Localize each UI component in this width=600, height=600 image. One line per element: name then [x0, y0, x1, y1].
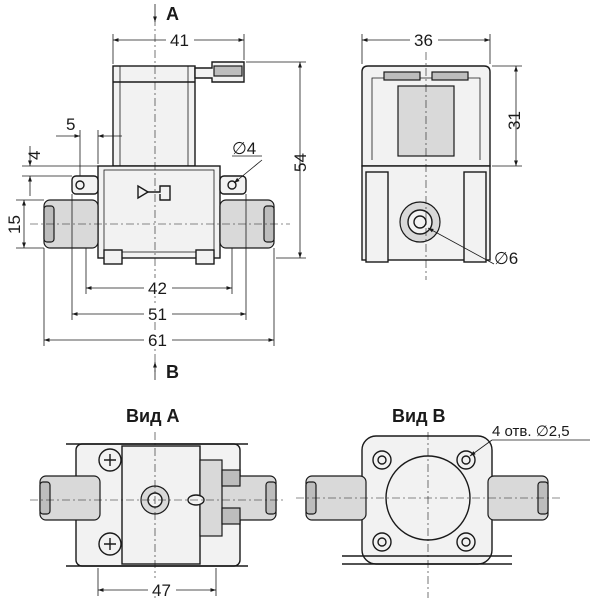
dim-61-label: 61 [148, 331, 167, 350]
dim-15: 15 [5, 199, 44, 249]
dim-54: 54 [246, 61, 310, 259]
dim-4: 4 [22, 146, 98, 196]
dim-holes: 4 отв. ∅2,5 [469, 423, 590, 457]
view-b-hole-br [456, 532, 476, 552]
view-b-hole-tl [372, 450, 392, 470]
view-b-hole-bl [372, 532, 392, 552]
side-bracket-slot-left [383, 71, 421, 81]
view-arrow-b: B [153, 362, 179, 382]
side-bracket-inner [371, 77, 481, 160]
flow-arrow-head [137, 184, 150, 200]
view-a [30, 432, 285, 598]
dim-5: 5 [56, 115, 122, 176]
dim-41-label: 41 [170, 31, 189, 50]
dim-61: 61 [43, 248, 275, 350]
dim-51-label: 51 [148, 305, 167, 324]
dim-47-label: 47 [152, 581, 171, 600]
view-a-title: Вид А [126, 406, 180, 426]
left-mount-hole [75, 180, 85, 190]
flow-arrow-outline [140, 185, 171, 201]
terminal-plate [213, 65, 243, 77]
front-view [30, 18, 290, 372]
dim-51: 51 [71, 194, 247, 324]
left-foot [103, 249, 123, 265]
dim-31: 31 [492, 65, 524, 167]
valve-body-inner [103, 169, 215, 253]
dim-31-label: 31 [505, 111, 524, 130]
dim-36-label: 36 [414, 31, 433, 50]
side-port-bore [413, 215, 427, 229]
right-mount-ear [219, 175, 247, 195]
side-left-leg [365, 171, 389, 263]
dim-36: 36 [361, 30, 491, 64]
view-b-title: Вид В [392, 406, 446, 426]
dim-42: 42 [85, 248, 233, 298]
view-b-hole-tr [456, 450, 476, 470]
side-view [361, 52, 491, 280]
right-mount-hole [227, 180, 237, 190]
dim-diam-6-label: ∅6 [494, 249, 518, 268]
right-foot [195, 249, 215, 265]
side-bracket-slot-right [431, 71, 469, 81]
dim-5-label: 5 [66, 115, 75, 134]
dim-diam-4-label: ∅4 [232, 139, 256, 158]
left-mount-ear [71, 175, 99, 195]
dim-diam-6: ∅6 [427, 227, 518, 268]
dim-54-label: 54 [291, 153, 310, 172]
view-arrow-b-label: B [166, 362, 179, 382]
dim-holes-label: 4 отв. ∅2,5 [492, 423, 570, 440]
side-port-ring [407, 209, 433, 235]
dim-41: 41 [112, 30, 245, 64]
valve-body [97, 165, 221, 259]
dim-15-label: 15 [5, 215, 24, 234]
view-b [296, 432, 560, 598]
dim-47: 47 [97, 568, 217, 600]
dim-diam-4: ∅4 [232, 139, 263, 184]
dim-42-label: 42 [148, 279, 167, 298]
coil-housing [112, 65, 196, 167]
dim-4-label: 4 [25, 151, 44, 160]
view-arrow-a-label: A [166, 4, 179, 24]
view-arrow-a: A [153, 4, 179, 24]
side-right-leg [463, 171, 487, 263]
